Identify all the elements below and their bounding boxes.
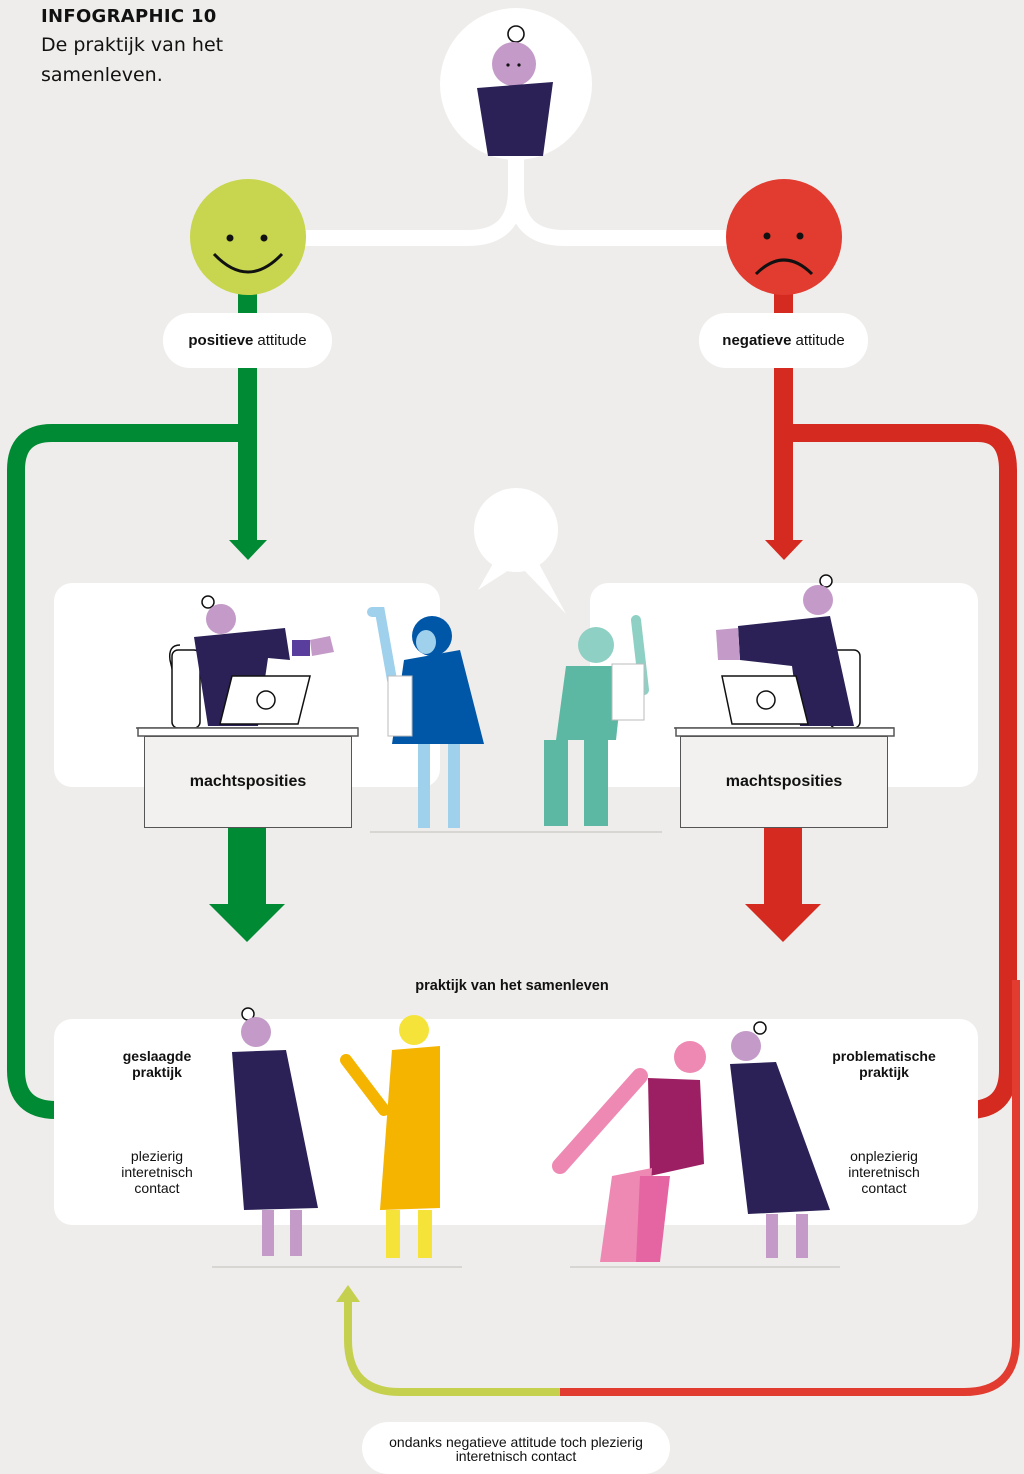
page-title: De praktijk van het samenleven. [41, 34, 224, 86]
positive-attitude-rest: attitude [257, 332, 307, 349]
header: INFOGRAPHIC 10 De praktijk van het samen… [41, 4, 301, 90]
negative-attitude-pill: negatieve attitude [699, 313, 868, 368]
person-navy-shouting [730, 1021, 830, 1258]
problem-desc: onplezierig interetnisch contact [848, 1148, 920, 1196]
person-teal [544, 615, 649, 826]
positive-attitude-pill: positieve attitude [163, 313, 332, 368]
bottom-note: ondanks negatieve attitude toch plezieri… [362, 1422, 670, 1474]
person-navy-laughing [232, 1007, 318, 1256]
positive-attitude-bold: positieve [188, 332, 254, 349]
red-big-arrow-icon [745, 904, 821, 942]
power-label-left: machtsposities [144, 736, 352, 828]
desk-left [136, 595, 359, 737]
return-arrow-icon [336, 1285, 360, 1302]
negative-attitude-bold: negatieve [722, 332, 792, 349]
person-blue [367, 607, 484, 828]
connector-right [508, 150, 730, 246]
red-big-arrow-shaft [764, 826, 802, 906]
speech-bubble-icon [474, 488, 566, 614]
green-big-arrow-shaft [228, 826, 266, 906]
person-pink [552, 1041, 706, 1262]
observer-circle [440, 8, 592, 160]
green-loop [7, 424, 248, 1119]
red-loop [784, 424, 1017, 1119]
infographic-number: INFOGRAPHIC 10 [41, 6, 217, 27]
green-big-arrow-icon [209, 904, 285, 942]
green-stem [238, 368, 257, 546]
practice-heading: praktijk van het samenleven [415, 978, 609, 994]
negative-attitude-rest: attitude [795, 332, 845, 349]
return-loop-red [560, 980, 1020, 1396]
frown-face-icon [726, 179, 842, 295]
red-arrow-head-small [765, 540, 803, 560]
return-loop-lime [344, 1300, 560, 1396]
problem-title: problematische praktijk [832, 1048, 936, 1080]
red-stem [774, 368, 793, 546]
green-arrow-head-small [229, 540, 267, 560]
success-title: geslaagde praktijk [122, 1048, 192, 1080]
success-desc: plezierig interetnisch contact [121, 1148, 193, 1196]
person-yellow [340, 1015, 440, 1258]
desk-right [674, 574, 895, 737]
power-label-right: machtsposities [680, 736, 888, 828]
connector-left [300, 150, 524, 246]
smiley-face-icon [190, 179, 306, 295]
